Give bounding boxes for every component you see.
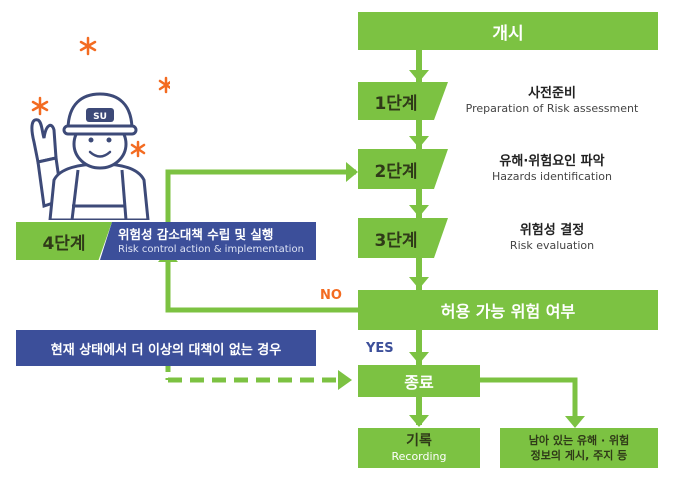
step-4-label: 4단계 (16, 222, 112, 260)
step-4-description: 위험성 감소대책 수립 및 실행 Risk control action & i… (100, 222, 316, 260)
step-2-ko: 유해·위험요인 파악 (499, 154, 605, 169)
record-box: 기록 Recording (358, 428, 480, 468)
start-box: 개시 (358, 12, 658, 50)
arrow-down-notice (565, 416, 585, 428)
decision-box: 허용 가능 위험 여부 (358, 290, 658, 330)
step-1-label: 1단계 (374, 93, 418, 114)
step-1-box: 1단계 사전준비 Preparation of Risk assessment (358, 82, 658, 120)
step-1-ko: 사전준비 (528, 86, 576, 101)
end-box: 종료 (358, 365, 480, 397)
arrow-down-6 (409, 415, 429, 427)
step-4-en: Risk control action & implementation (118, 243, 304, 255)
arrow-right-to-step2 (346, 162, 358, 182)
worker-illustration: SU (30, 36, 170, 220)
raised-hand-icon (30, 118, 58, 164)
no-more-measures-box: 현재 상태에서 더 이상의 대책이 없는 경우 (16, 330, 316, 366)
start-label: 개시 (492, 23, 524, 44)
arrow-down-1 (409, 70, 429, 82)
helmet-text: SU (93, 112, 107, 122)
notice-line-2: 정보의 게시, 주지 등 (530, 449, 628, 462)
step-3-ko: 위험성 결정 (519, 223, 585, 238)
step-2-description: 유해·위험요인 파악 Hazards identification (434, 149, 658, 189)
no-more-measures-label: 현재 상태에서 더 이상의 대책이 없는 경우 (50, 342, 282, 358)
step-1-en: Preparation of Risk assessment (465, 102, 639, 115)
yes-label: YES (366, 341, 394, 356)
step-2-en: Hazards identification (491, 170, 612, 183)
step-3-description: 위험성 결정 Risk evaluation (434, 218, 658, 258)
step-3-en: Risk evaluation (509, 239, 595, 252)
spark-icons (31, 36, 170, 158)
arrow-down-3 (409, 205, 429, 217)
step-4-ko: 위험성 감소대책 수립 및 실행 (118, 226, 274, 242)
record-en: Recording (391, 449, 447, 463)
step-2-box: 2단계 유해·위험요인 파악 Hazards identification (358, 149, 658, 189)
arrow-down-5 (409, 352, 429, 364)
step-2-label: 2단계 (374, 161, 418, 182)
decision-label: 허용 가능 위험 여부 (440, 302, 576, 321)
step-4-box: 4단계 위험성 감소대책 수립 및 실행 Risk control action… (16, 222, 316, 260)
notice-box: 남아 있는 유해 · 위험 정보의 게시, 주지 등 (500, 428, 658, 468)
record-ko: 기록 (406, 432, 432, 449)
arrow-dashed-to-end (338, 370, 352, 390)
step-1-description: 사전준비 Preparation of Risk assessment (434, 82, 658, 120)
arrow-down-4 (409, 277, 429, 289)
end-label: 종료 (404, 373, 434, 392)
no-label: NO (320, 288, 342, 303)
step-3-box: 3단계 위험성 결정 Risk evaluation (358, 218, 658, 258)
arrow-down-2 (409, 136, 429, 148)
step-3-label: 3단계 (374, 230, 418, 251)
notice-line-1: 남아 있는 유해 · 위험 (528, 434, 630, 447)
